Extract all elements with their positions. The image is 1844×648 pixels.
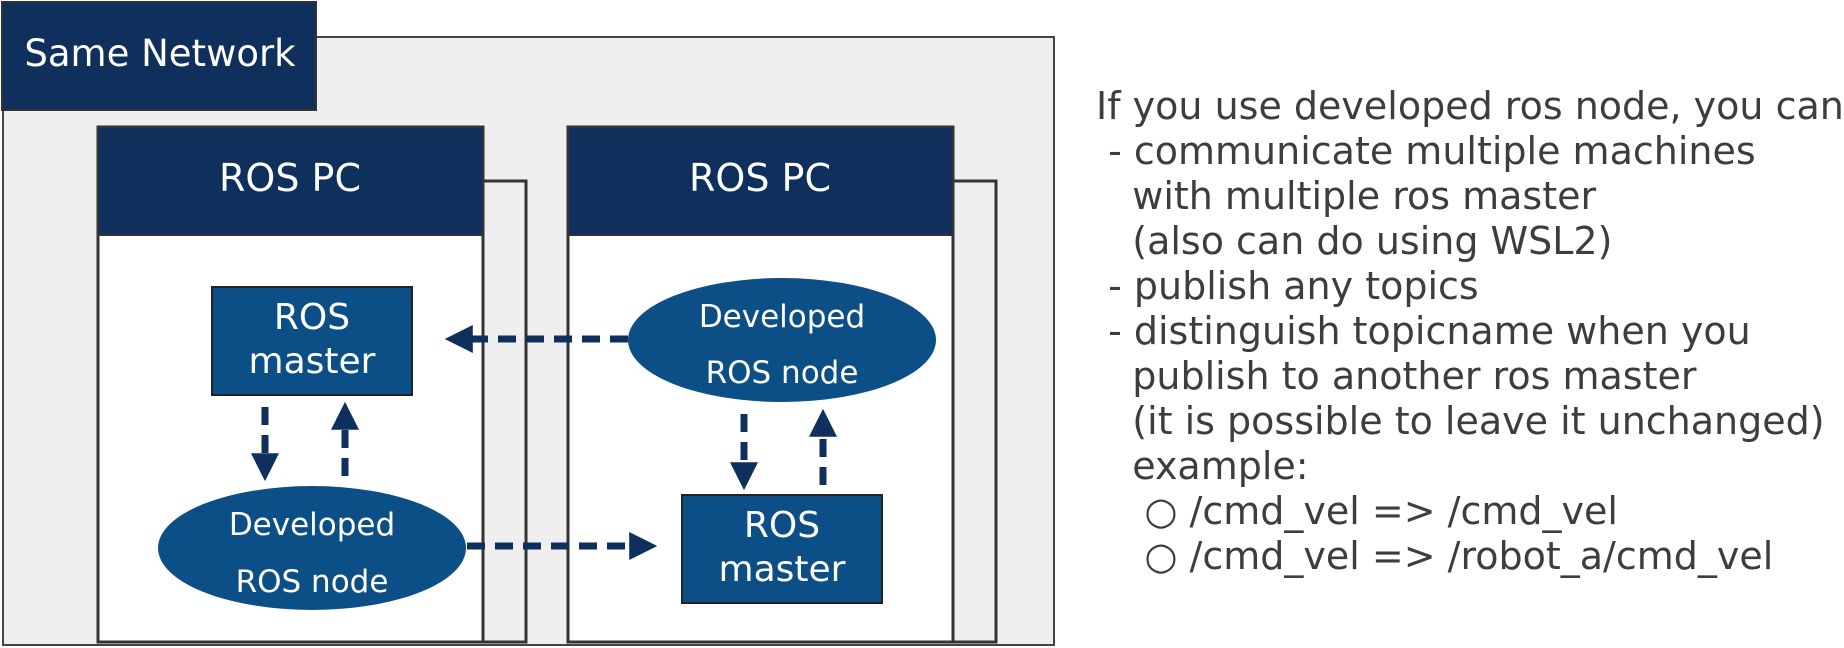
pc-2-header <box>567 126 954 236</box>
network-diagram: Same Network ROS PC ROS master Developed… <box>1 1 1055 646</box>
pc-1-node-line-2: ROS node <box>236 564 389 600</box>
description-line-11: ○ /cmd_vel => /robot_a/cmd_vel <box>1096 534 1774 578</box>
description-line-4: (also can do using WSL2) <box>1096 219 1613 263</box>
network-label-box <box>1 1 317 111</box>
ros-pc-2: ROS PC Developed ROS node ROS master <box>566 125 998 644</box>
pc-2-node-line-2: ROS node <box>706 355 859 391</box>
description-line-6: - distinguish topicname when you <box>1096 309 1751 353</box>
pc-2-master-line-2: master <box>719 549 846 590</box>
description-line-10: ○ /cmd_vel => /cmd_vel <box>1096 489 1618 533</box>
description-line-7: publish to another ros master <box>1096 354 1697 398</box>
description-line-9: example: <box>1096 444 1309 488</box>
pc-1-node-line-1: Developed <box>229 507 395 543</box>
pc-2-node-line-1: Developed <box>699 299 865 335</box>
pc-1-master-line-2: master <box>249 341 376 382</box>
pc-1-ros-master <box>211 286 413 396</box>
pc-2-ros-master <box>681 494 883 604</box>
description-line-2: - communicate multiple machines <box>1096 129 1756 173</box>
pc-1-developed-node <box>158 486 466 610</box>
pc-1-title: ROS PC <box>219 156 361 200</box>
network-label: Same Network <box>24 32 296 75</box>
pc-2-title: ROS PC <box>689 156 831 200</box>
description-line-8: (it is possible to leave it unchanged) <box>1096 399 1825 443</box>
pc-1-header <box>97 126 484 236</box>
description-line-1: If you use developed ros node, you can <box>1096 84 1844 128</box>
pc-1-master-line-1: ROS <box>274 297 350 338</box>
pc-2-developed-node <box>628 278 936 402</box>
ros-pc-1: ROS PC ROS master Developed ROS node <box>96 125 528 644</box>
pc-2-master-line-1: ROS <box>744 505 820 546</box>
description-line-3: with multiple ros master <box>1096 174 1597 218</box>
description-line-5: - publish any topics <box>1096 264 1479 308</box>
description-text: If you use developed ros node, you can -… <box>1096 84 1844 579</box>
